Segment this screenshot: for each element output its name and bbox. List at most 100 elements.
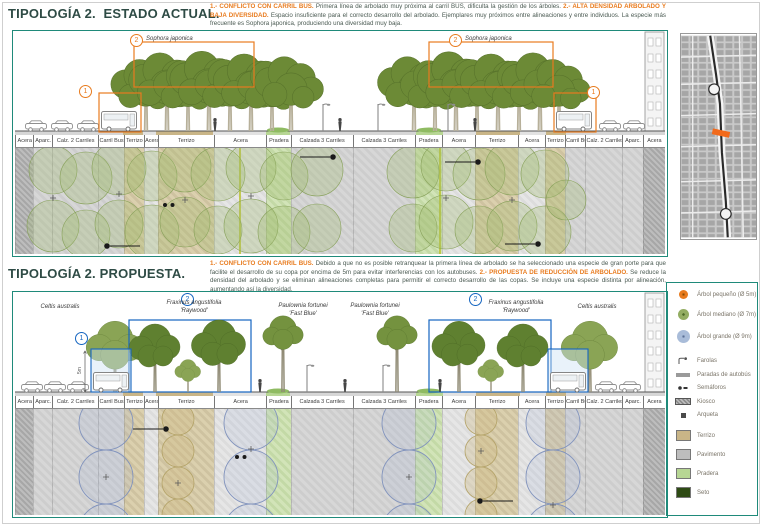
surface-band-pav	[565, 148, 586, 254]
surface-band-pavl	[518, 409, 545, 515]
notes-estado-actual: 1.- CONFLICTO CON CARRIL BUS. Primera lí…	[210, 3, 666, 29]
street-segment-label: Terrizo	[474, 396, 519, 408]
legend-label: Arqueta	[697, 412, 719, 418]
legend: Árbol pequeño (Ø 5m) Árbol mediano (Ø 7m…	[666, 282, 758, 516]
legend-row: Seto	[675, 487, 757, 498]
street-segment-label: Aparc.	[33, 396, 51, 408]
surface-band-pav	[98, 148, 124, 254]
traffic-light-icon	[675, 385, 691, 391]
plan-view-propuesta	[15, 409, 665, 515]
location-map	[680, 33, 757, 240]
street-segment-label: Pradera	[414, 396, 442, 408]
callout-1-left: 1	[79, 85, 92, 98]
street-segment-label: Terrizo	[123, 396, 144, 408]
callout-2-left: 2	[130, 34, 143, 47]
street-segment-label: Aparc.	[622, 396, 642, 408]
street-segment-label: Pradera	[266, 135, 290, 147]
surface-band-tan	[474, 409, 519, 515]
legend-row: Farolas	[675, 357, 757, 365]
street-segment-label: Carril Bus	[98, 396, 124, 408]
section-title-estado-actual: TIPOLOGÍA 2. ESTADO ACTUAL.	[8, 6, 220, 21]
surface-band-tan	[157, 148, 214, 254]
species-label-paulownia-left: Paulownia fortunei'Fast Blue'	[271, 303, 335, 318]
legend-label: Kiosco	[697, 398, 716, 405]
street-segment-label: Acera	[213, 396, 266, 408]
species-label-fraxinus-left: Fraxinus angustifolia'Raywood'	[159, 300, 229, 315]
legend-label: Seto	[697, 489, 710, 496]
note-text: Espacio insuficiente para el correcto de…	[210, 11, 666, 28]
street-segment-label: Carril Bus	[565, 135, 585, 147]
map-roundabout-south	[719, 207, 732, 220]
street-segment-label: Acera	[144, 396, 158, 408]
terrizo-swatch	[675, 430, 691, 441]
street-segment-label: Terrizo	[157, 135, 214, 147]
callout-1: 1	[75, 332, 88, 345]
street-segment-label: Acera	[642, 396, 665, 408]
section-title-propuesta: TIPOLOGÍA 2. PROPUESTA.	[8, 266, 186, 281]
small-tree-icon	[675, 290, 691, 299]
street-segment-label: Terrizo	[157, 396, 214, 408]
street-segment-label: Aparc.	[33, 135, 51, 147]
streetlight-symbols	[104, 154, 541, 249]
species-name: Paulownia fortunei	[350, 303, 400, 309]
street-segment-label: Acera	[213, 135, 266, 147]
street-segment-label: Calz. 2 Carriles	[585, 396, 622, 408]
street-segment-label: Pradera	[414, 135, 442, 147]
note-highlight: 2.- ALTA DENSIDAD ARBOLADO Y BAJA DIVERS…	[210, 3, 666, 19]
species-name: Paulownia fortunei	[278, 303, 328, 309]
plan-overlay-actual	[26, 148, 587, 254]
surface-band-pav	[290, 409, 353, 515]
callout-2-right: 2	[449, 34, 462, 47]
legend-row: Terrizo	[675, 430, 757, 441]
surface-band-pav	[352, 148, 415, 254]
surface-band-pav	[290, 148, 353, 254]
surface-band-pav	[622, 409, 643, 515]
street-segment-label: Calzada 3 Carriles	[290, 396, 353, 408]
surface-band-pav	[33, 148, 52, 254]
street-segment-label: Acera	[144, 135, 158, 147]
surface-band-pav	[622, 148, 643, 254]
legend-row: Arqueta	[675, 412, 757, 418]
surface-band-grn	[266, 148, 291, 254]
legend-label: Paradas de autobús	[697, 372, 751, 378]
surface-band-tan	[544, 148, 566, 254]
legend-row: Semáforos	[675, 385, 757, 391]
note-text: Se reduce la densidad del arbolado y se …	[210, 268, 666, 294]
legend-label: Árbol mediano (Ø 7m)	[697, 311, 757, 318]
section-elevation-propuesta: 5m	[15, 292, 665, 396]
street-segment-label: Acera	[441, 135, 475, 147]
legend-row: Árbol pequeño (Ø 5m)	[675, 290, 757, 299]
species-label-sophora-right: Sophora japonica	[465, 36, 512, 42]
street-segment-label: Terrizo	[544, 396, 565, 408]
surface-band-pavl	[144, 409, 158, 515]
species-label-celtis-right: Celtis australis	[577, 304, 617, 310]
street-segment-label: Calz. 2 Carriles	[51, 135, 99, 147]
seto-swatch	[675, 487, 691, 498]
legend-row: Kiosco	[675, 398, 757, 405]
surface-band-tan	[123, 409, 145, 515]
street-segment-label: Terrizo	[544, 135, 565, 147]
surface-band-dark	[15, 148, 34, 254]
callout-2-right: 2	[469, 293, 482, 306]
legend-label: Pavimento	[697, 451, 726, 458]
surface-band-grn	[266, 409, 291, 515]
callout-2-left: 2	[181, 293, 194, 306]
street-segment-label: Acera	[15, 396, 33, 408]
legend-row: Árbol mediano (Ø 7m)	[675, 309, 757, 320]
legend-label: Terrizo	[697, 432, 716, 439]
legend-label: Farolas	[697, 358, 718, 364]
street-segment-label: Acera	[642, 135, 665, 147]
street-segment-label: Calzada 3 Carriles	[352, 396, 415, 408]
species-label-celtis-left: Celtis australis	[40, 304, 80, 310]
legend-row: Árbol grande (Ø 9m)	[675, 330, 757, 343]
surface-band-pavl	[518, 148, 545, 254]
note-text: Primera línea de arbolado muy próxima al…	[315, 3, 561, 10]
street-segment-label: Carril Bus	[565, 396, 585, 408]
street-segment-label: Aparc.	[622, 135, 642, 147]
surface-bands-actual	[15, 148, 665, 254]
large-tree-icon	[675, 330, 691, 343]
plan-view-actual	[15, 148, 665, 254]
